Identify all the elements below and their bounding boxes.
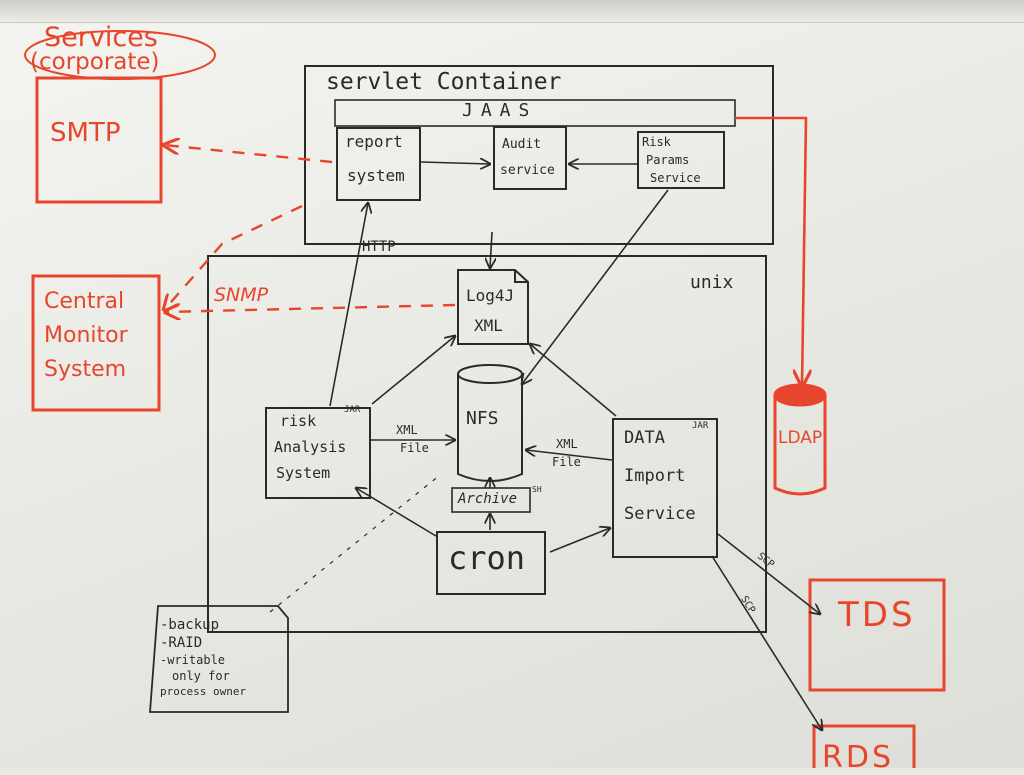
http-label: HTTP bbox=[362, 239, 396, 255]
risk-params-label-2: Params bbox=[646, 153, 690, 167]
report-system-box bbox=[336, 127, 421, 201]
servlet-container-box bbox=[304, 65, 774, 245]
servlet-container-title: servlet Container bbox=[326, 69, 562, 95]
audit-service-label-2: service bbox=[500, 163, 555, 178]
log4j-label-1: Log4J bbox=[466, 286, 515, 305]
note-line-4: only for bbox=[172, 669, 230, 683]
report-system-label-1: report bbox=[345, 132, 403, 151]
log4j-label-2: XML bbox=[474, 316, 503, 335]
log4j-document bbox=[457, 269, 529, 345]
ldap-label: LDAP bbox=[778, 428, 823, 448]
arrow-cron-to-riskanalysis bbox=[356, 488, 437, 537]
data-import-label-2: Import bbox=[624, 466, 686, 486]
arrow-dataimport-to-nfs bbox=[526, 450, 613, 461]
arrow-log4j-snmp bbox=[165, 305, 456, 312]
note-dotted-link bbox=[269, 474, 441, 613]
arrow-report-to-smtp bbox=[164, 145, 333, 164]
risk-analysis-box bbox=[265, 407, 371, 499]
xml-file-left-1: XML bbox=[396, 423, 418, 437]
arrow-container-to-monitor bbox=[164, 204, 303, 310]
note-line-1: -backup bbox=[160, 617, 220, 633]
risk-analysis-label-3: System bbox=[276, 464, 331, 482]
note-line-5: process owner bbox=[160, 685, 247, 698]
arrow-http bbox=[329, 203, 368, 407]
xml-file-left-2: File bbox=[400, 441, 429, 455]
arrow-dataimport-to-log4j bbox=[530, 344, 617, 417]
data-import-jar-tag: JAR bbox=[692, 421, 709, 431]
risk-params-label-3: Service bbox=[650, 171, 701, 185]
note-line-3: -writable bbox=[160, 653, 226, 667]
report-system-label-2: system bbox=[347, 166, 405, 185]
tds-box bbox=[808, 578, 946, 692]
audit-service-box bbox=[493, 126, 567, 190]
arrow-report-to-audit bbox=[420, 162, 490, 164]
arrow-scp-rds bbox=[711, 555, 822, 730]
tds-label: TDS bbox=[838, 595, 916, 635]
central-monitor-label-2: Monitor bbox=[44, 323, 128, 348]
data-import-box bbox=[612, 418, 718, 558]
rds-label: RDS bbox=[822, 740, 894, 775]
central-monitor-label-1: Central bbox=[44, 289, 125, 314]
data-import-label-1: DATA bbox=[624, 428, 665, 448]
ldap-cylinder bbox=[773, 383, 827, 496]
arrow-riskanalysis-to-log4j bbox=[371, 336, 455, 405]
central-monitor-label-3: System bbox=[44, 357, 127, 382]
arrow-scp-tds bbox=[717, 533, 820, 614]
archive-tag: SH bbox=[532, 485, 542, 494]
risk-analysis-label-1: risk bbox=[280, 412, 317, 430]
cron-box bbox=[436, 531, 546, 595]
jaas-label: JAAS bbox=[462, 100, 538, 121]
services-bracket bbox=[24, 30, 216, 80]
rds-box bbox=[812, 724, 916, 768]
arrow-jaas-to-ldap bbox=[735, 116, 806, 386]
note-line-2: -RAID bbox=[160, 635, 203, 651]
unix-frame bbox=[207, 255, 767, 633]
audit-service-label-1: Audit bbox=[502, 137, 542, 152]
smtp-label: SMTP bbox=[50, 118, 121, 148]
cron-label: cron bbox=[448, 539, 526, 577]
arrow-cron-to-dataimport bbox=[549, 528, 610, 553]
data-import-label-3: Service bbox=[624, 504, 696, 524]
services-title: Services bbox=[44, 22, 158, 53]
xml-file-right-2: File bbox=[552, 455, 581, 469]
xml-file-right-1: XML bbox=[556, 437, 578, 451]
risk-params-box bbox=[637, 131, 725, 189]
archive-label: Archive bbox=[458, 491, 518, 507]
central-monitor-box bbox=[31, 274, 161, 412]
arrow-riskparams-to-nfs bbox=[522, 189, 669, 384]
services-subtitle: (corporate) bbox=[30, 49, 160, 75]
note-box bbox=[149, 605, 289, 713]
nfs-label: NFS bbox=[466, 408, 499, 429]
risk-params-label-1: Risk bbox=[642, 135, 671, 149]
risk-analysis-jar-tag: JAR bbox=[344, 405, 361, 415]
risk-analysis-label-2: Analysis bbox=[274, 438, 347, 456]
unix-label: unix bbox=[690, 272, 734, 293]
sheet-top-fold bbox=[0, 0, 1024, 23]
arrow-container-to-log4j bbox=[490, 231, 492, 268]
snmp-label: SNMP bbox=[214, 284, 269, 306]
